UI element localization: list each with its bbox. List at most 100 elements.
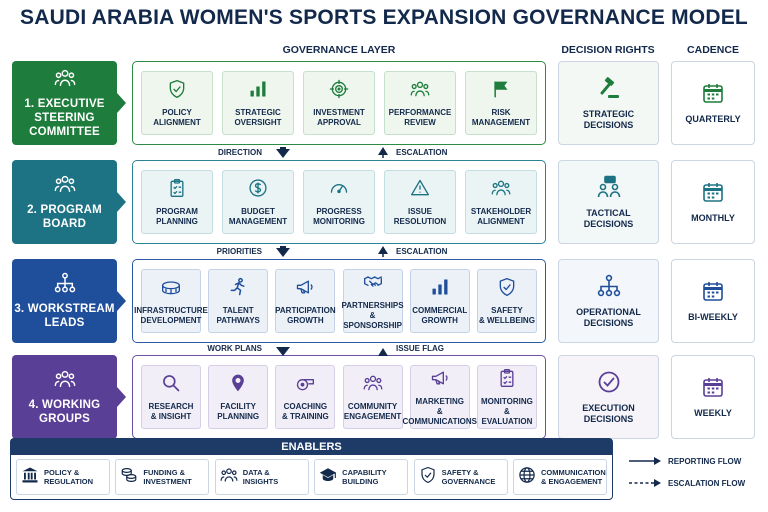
- globe-icon: [518, 466, 536, 489]
- shield-check-icon: [419, 466, 437, 489]
- decision-rights-box[interactable]: OPERATIONAL DECISIONS: [558, 259, 659, 343]
- tier-box[interactable]: 1. EXECUTIVE STEERING COMMITTEE: [12, 61, 126, 145]
- decision-rights-box[interactable]: EXECUTION DECISIONS: [558, 355, 659, 439]
- card-label: PERFORMANCE REVIEW: [388, 107, 452, 127]
- search-icon: [161, 373, 181, 398]
- governance-card[interactable]: INFRASTRUCTURE DEVELOPMENT: [134, 269, 208, 333]
- governance-card[interactable]: RISK MANAGEMENT: [465, 71, 537, 135]
- megaphone-icon: [430, 368, 450, 393]
- institution-icon: [21, 466, 39, 489]
- escalation-flow-label: ESCALATION FLOW: [668, 479, 746, 488]
- enabler-card[interactable]: POLICY & REGULATION: [16, 459, 110, 495]
- target-icon: [329, 79, 349, 104]
- card-label: STAKEHOLDER ALIGNMENT: [470, 206, 532, 226]
- tier-label: 3. WORKSTREAM LEADS: [14, 303, 115, 329]
- governance-card[interactable]: POLICY ALIGNMENT: [141, 71, 213, 135]
- card-label: POLICY ALIGNMENT: [153, 107, 201, 127]
- governance-card[interactable]: RESEARCH & INSIGHT: [141, 365, 201, 429]
- down-flow-arrow: [276, 344, 290, 356]
- governance-card[interactable]: MONITORING & EVALUATION: [476, 365, 537, 429]
- bar-chart-icon: [248, 79, 268, 104]
- enabler-card[interactable]: CAPABILITY BUILDING: [314, 459, 409, 495]
- warning-icon: [410, 178, 430, 203]
- governance-card[interactable]: MARKETING & COMMUNICATIONS: [403, 365, 477, 429]
- enabler-label: POLICY & REGULATION: [44, 468, 94, 486]
- decision-rights-box[interactable]: TACTICAL DECISIONS: [558, 160, 659, 244]
- card-label: INFRASTRUCTURE DEVELOPMENT: [134, 305, 208, 325]
- people-icon: [363, 373, 383, 398]
- governance-card[interactable]: ISSUE RESOLUTION: [384, 170, 456, 234]
- cadence-box[interactable]: MONTHLY: [671, 160, 755, 244]
- governance-card[interactable]: COACHING & TRAINING: [275, 365, 336, 429]
- governance-group: POLICY ALIGNMENT STRATEGIC OVERSIGHT INVES…: [132, 61, 546, 145]
- calendar-icon: [701, 81, 725, 110]
- cadence-label: BI-WEEKLY: [688, 312, 738, 322]
- legend: REPORTING FLOW ESCALATION FLOW: [628, 454, 764, 494]
- hierarchy-icon: [597, 274, 621, 303]
- governance-card[interactable]: BUDGET MANAGEMENT: [222, 170, 294, 234]
- enablers-row: POLICY & REGULATION FUNDING & INVESTMENT D…: [11, 455, 612, 499]
- governance-card[interactable]: INVESTMENT APPROVAL: [303, 71, 375, 135]
- up-flow-label: ISSUE FLAG: [396, 344, 445, 353]
- decision-rights-box[interactable]: STRATEGIC DECISIONS: [558, 61, 659, 145]
- reporting-flow-label: REPORTING FLOW: [668, 457, 742, 466]
- enabler-label: SAFETY & GOVERNANCE: [441, 468, 496, 486]
- governance-card[interactable]: STRATEGIC OVERSIGHT: [222, 71, 294, 135]
- discussion-icon: [597, 175, 621, 204]
- governance-card[interactable]: PARTICIPATION GROWTH: [275, 269, 336, 333]
- shield-check-icon: [497, 277, 517, 302]
- tier-box[interactable]: 3. WORKSTREAM LEADS: [12, 259, 126, 343]
- card-label: PARTICIPATION GROWTH: [275, 305, 336, 325]
- stadium-icon: [161, 277, 181, 302]
- card-label: INVESTMENT APPROVAL: [313, 107, 365, 127]
- cadence-label: QUARTERLY: [685, 114, 741, 124]
- cadence-box[interactable]: BI-WEEKLY: [671, 259, 755, 343]
- up-flow-arrow: [377, 344, 389, 356]
- governance-card[interactable]: STAKEHOLDER ALIGNMENT: [465, 170, 537, 234]
- enabler-card[interactable]: DATA & INSIGHTS: [214, 459, 309, 495]
- tier-label: 4. WORKING GROUPS: [28, 399, 101, 425]
- up-flow-label: ESCALATION: [396, 246, 448, 256]
- down-flow-label: DIRECTION: [218, 147, 262, 157]
- enabler-label: CAPABILITY BUILDING: [342, 468, 387, 486]
- megaphone-icon: [295, 277, 315, 302]
- tier-box[interactable]: 2. PROGRAM BOARD: [12, 160, 126, 244]
- whistle-icon: [295, 373, 315, 398]
- card-label: COACHING & TRAINING: [282, 401, 329, 421]
- governance-card[interactable]: SAFETY & WELLBEING: [476, 269, 537, 333]
- enabler-card[interactable]: COMMUNICATION & ENGAGEMENT: [512, 459, 607, 495]
- page-title: SAUDI ARABIA WOMEN'S SPORTS EXPANSION GO…: [20, 6, 748, 29]
- enabler-card[interactable]: FUNDING & INVESTMENT: [115, 459, 210, 495]
- governance-card[interactable]: PERFORMANCE REVIEW: [384, 71, 456, 135]
- coins-icon: [120, 466, 138, 489]
- cadence-box[interactable]: QUARTERLY: [671, 61, 755, 145]
- enabler-card[interactable]: SAFETY & GOVERNANCE: [413, 459, 508, 495]
- down-flow-label: WORK PLANS: [207, 344, 262, 353]
- governance-card[interactable]: TALENT PATHWAYS: [208, 269, 269, 333]
- card-label: STRATEGIC OVERSIGHT: [234, 107, 282, 127]
- enabler-label: DATA & INSIGHTS: [242, 468, 279, 486]
- governance-card[interactable]: PARTNERSHIPS & SPONSORSHIP: [341, 269, 404, 333]
- decision-rights-header: DECISION RIGHTS: [561, 44, 655, 56]
- governance-card[interactable]: FACILITY PLANNING: [208, 365, 269, 429]
- decision-label: TACTICAL DECISIONS: [583, 207, 634, 229]
- governance-card[interactable]: PROGRAM PLANNING: [141, 170, 213, 234]
- governance-card[interactable]: PROGRESS MONITORING: [303, 170, 375, 234]
- clipboard-icon: [167, 178, 187, 203]
- tier-box[interactable]: 4. WORKING GROUPS: [12, 355, 126, 439]
- check-circle-icon: [597, 370, 621, 399]
- card-label: PARTNERSHIPS & SPONSORSHIP: [341, 300, 404, 330]
- people-icon: [410, 79, 430, 104]
- governance-card[interactable]: COMMERCIAL GROWTH: [409, 269, 470, 333]
- graduation-cap-icon: [319, 466, 337, 489]
- down-flow-arrow: [276, 146, 290, 159]
- bar-chart-icon: [430, 277, 450, 302]
- card-label: RESEARCH & INSIGHT: [148, 401, 194, 421]
- cadence-box[interactable]: WEEKLY: [671, 355, 755, 439]
- tier-arrow: [117, 387, 126, 407]
- up-flow-arrow: [377, 245, 389, 258]
- tier-arrow: [117, 291, 126, 311]
- governance-card[interactable]: COMMUNITY ENGAGEMENT: [342, 365, 403, 429]
